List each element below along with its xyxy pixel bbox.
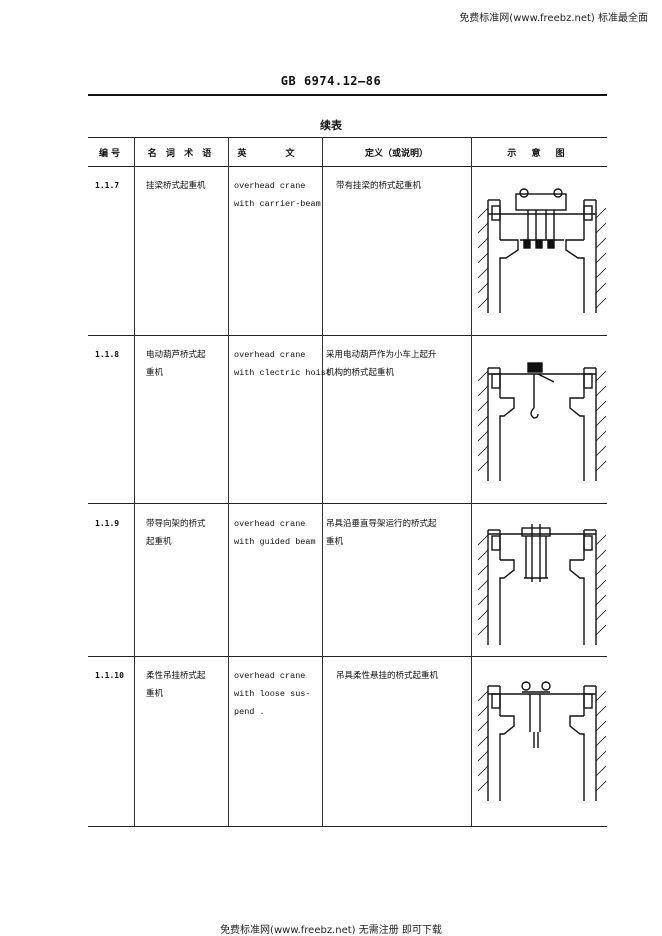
header-english: 英 文 [237,149,313,159]
row-english: overhead crane with loose sus- pend . [234,671,311,717]
row-term: 挂梁桥式起重机 [146,181,206,191]
row-definition: 采用电动葫芦作为小车上起升 机构的桥式起重机 [326,350,437,378]
header-diagram: 示 意 图 [507,149,571,159]
header-rule [88,94,607,96]
row-number: 1.1.9 [95,519,120,528]
header-number: 编号 [98,149,123,159]
row-english: overhead crane with clectric hoist [234,350,331,378]
row-english: overhead crane with guided beam [234,519,316,547]
row-definition: 吊具沿垂直导架运行的桥式起 重机 [326,519,437,547]
column-divider [228,137,229,826]
carrier-beam-crane-diagram-icon [478,188,606,313]
header-definition: 定义（或说明） [364,149,428,159]
row-definition: 带有挂梁的桥式起重机 [336,181,422,191]
guided-beam-crane-diagram-icon [478,524,606,645]
row-term: 带导向架的桥式 起重机 [146,519,206,547]
row-divider [88,503,607,504]
row-english: overhead crane with carrier-beam [234,181,321,209]
header-term: 名 词 术 语 [147,149,215,159]
column-divider [471,137,472,826]
table-header-rule [88,166,607,167]
row-term: 电动葫芦桥式起 重机 [146,350,206,378]
watermark-top: 免费标准网(www.freebz.net) 标准最全面 [459,13,648,24]
row-number: 1.1.10 [95,671,124,680]
table-bottom-rule [88,826,607,827]
table-title: 续表 [320,119,342,132]
row-number: 1.1.7 [95,181,120,190]
row-divider [88,335,607,336]
watermark-bottom: 免费标准网(www.freebz.net) 无需注册 即可下载 [220,925,442,936]
table-top-rule [88,137,607,138]
row-divider [88,656,607,657]
standard-number: GB 6974.12—86 [280,74,382,88]
column-divider [322,137,323,826]
row-number: 1.1.8 [95,350,120,359]
row-term: 柔性吊挂桥式起 重机 [146,671,206,699]
column-divider [134,137,135,826]
electric-hoist-crane-diagram-icon [478,362,606,481]
row-definition: 吊具柔性悬挂的桥式起重机 [336,671,439,681]
loose-suspend-crane-diagram-icon [478,681,606,801]
